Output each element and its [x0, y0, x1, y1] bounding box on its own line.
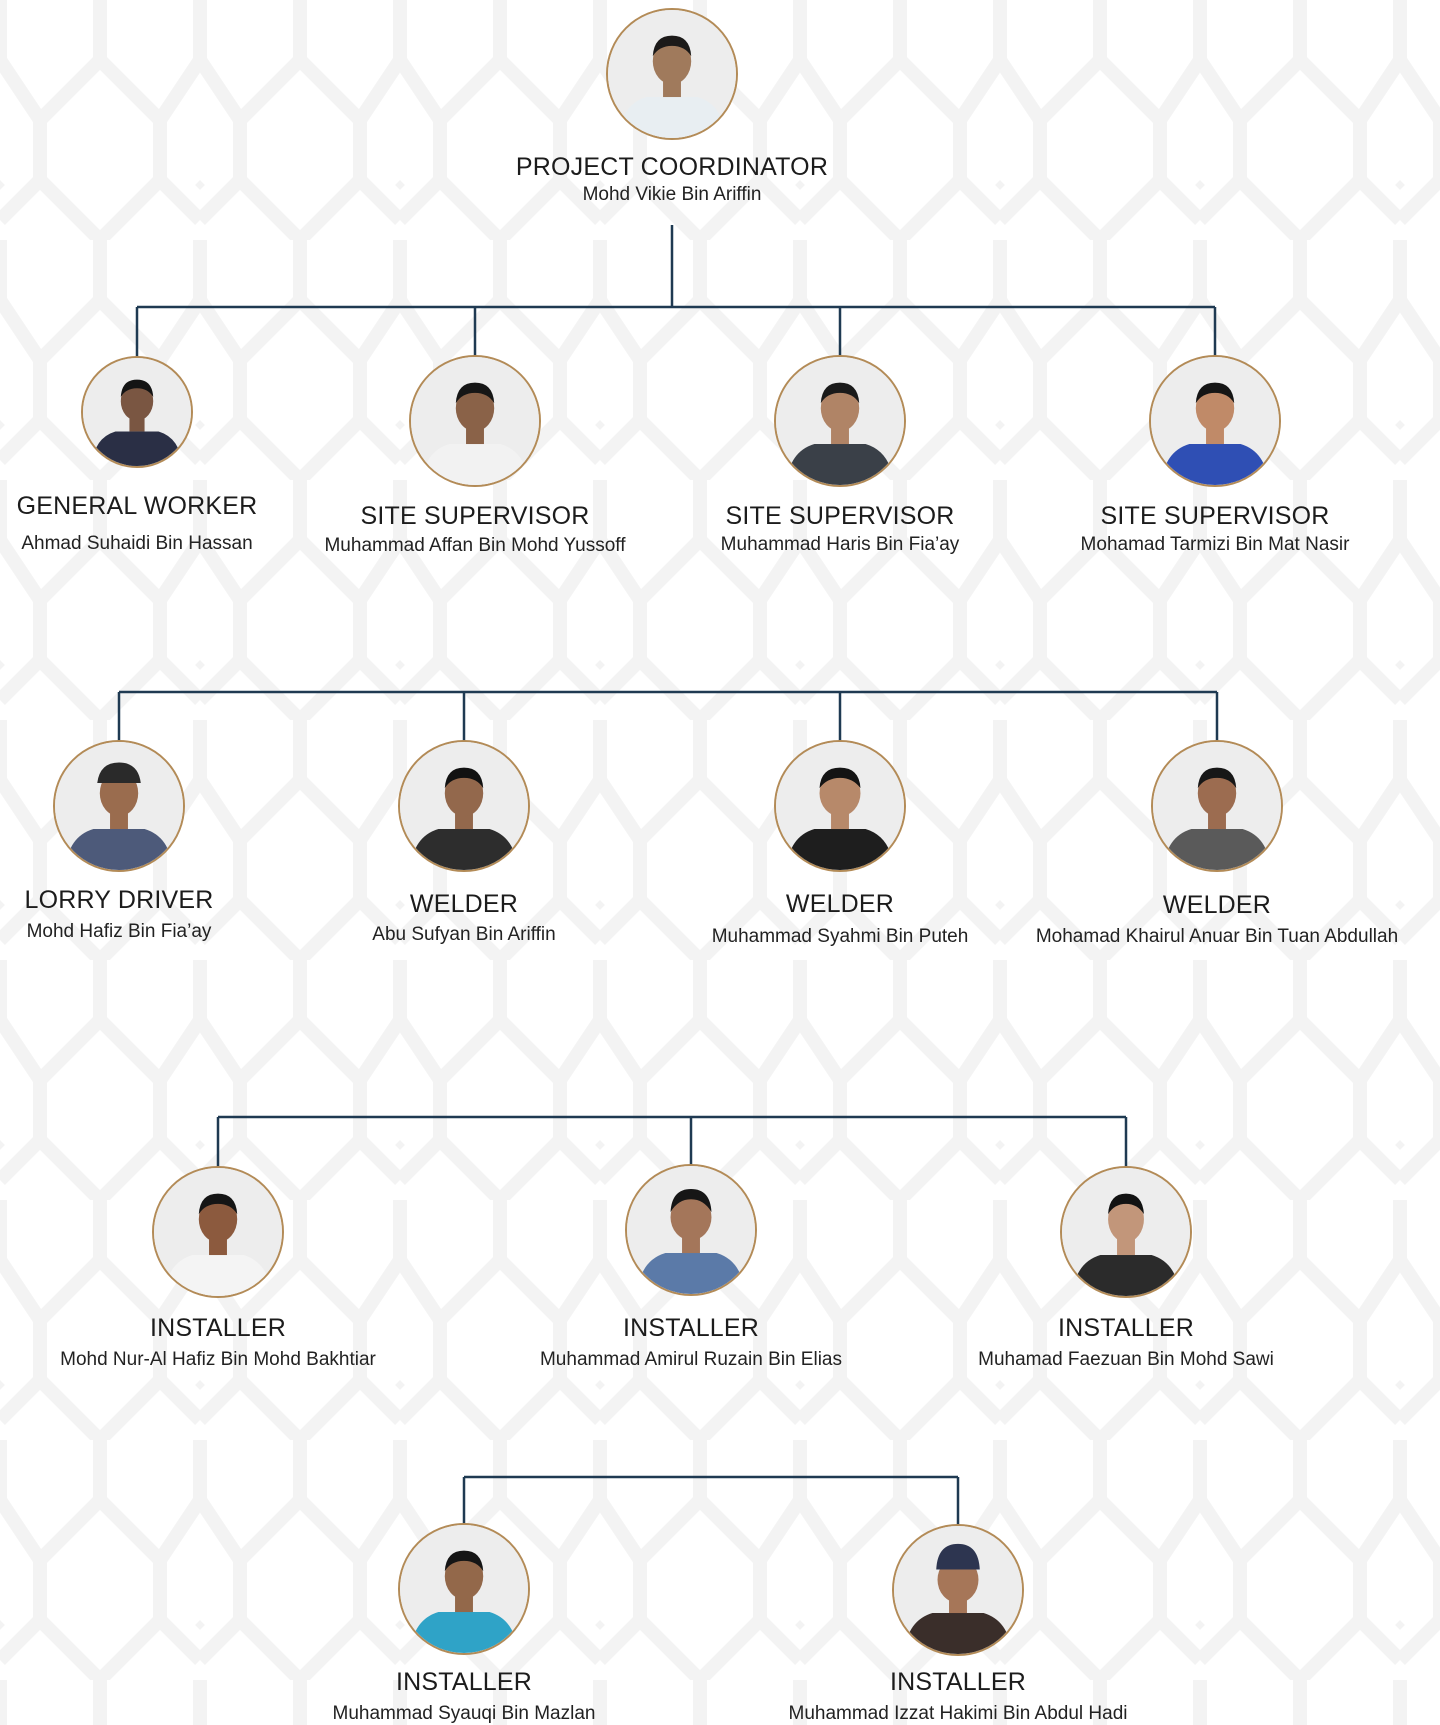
avatar-shirt	[65, 829, 173, 870]
avatar	[398, 1523, 530, 1655]
avatar	[81, 356, 193, 468]
avatar-shirt	[1072, 1255, 1180, 1296]
role-title: SITE SUPERVISOR	[360, 502, 590, 530]
avatar-shirt	[637, 1253, 745, 1294]
avatar	[774, 355, 906, 487]
member-name: Mohamad Khairul Anuar Bin Tuan Abdullah	[1035, 926, 1399, 947]
avatar-shirt	[786, 444, 894, 485]
member-name: Muhammad Amirul Ruzain Bin Elias	[539, 1349, 842, 1370]
avatar	[409, 355, 541, 487]
avatar	[152, 1166, 284, 1298]
role-title: INSTALLER	[889, 1668, 1027, 1696]
member-name: Muhammad Syahmi Bin Puteh	[711, 926, 969, 947]
role-title: WELDER	[1162, 891, 1272, 919]
avatar	[53, 740, 185, 872]
avatar	[1149, 355, 1281, 487]
role-title: INSTALLER	[1057, 1314, 1195, 1342]
avatar-shirt	[164, 1255, 272, 1296]
avatar-shirt	[421, 444, 529, 485]
avatar	[398, 740, 530, 872]
member-name: Muhammad Haris Bin Fia’ay	[720, 534, 960, 555]
avatar	[1060, 1166, 1192, 1298]
role-title: INSTALLER	[622, 1314, 760, 1342]
member-name: Mohamad Tarmizi Bin Mat Nasir	[1080, 534, 1350, 555]
role-title: INSTALLER	[395, 1668, 533, 1696]
role-title: WELDER	[785, 890, 895, 918]
role-title: PROJECT COORDINATOR	[515, 153, 829, 181]
avatar-shirt	[410, 829, 518, 870]
avatar-shirt	[1161, 444, 1269, 485]
avatar	[774, 740, 906, 872]
avatar-shirt	[904, 1613, 1012, 1654]
role-title: WELDER	[409, 890, 519, 918]
member-name: Ahmad Suhaidi Bin Hassan	[21, 533, 253, 554]
member-name: Muhammad Syauqi Bin Mazlan	[332, 1703, 596, 1724]
avatar	[625, 1164, 757, 1296]
role-title: SITE SUPERVISOR	[725, 502, 955, 530]
avatar	[892, 1524, 1024, 1656]
member-name: Mohd Nur-Al Hafiz Bin Mohd Bakhtiar	[60, 1349, 376, 1370]
member-name: Muhammad Izzat Hakimi Bin Abdul Hadi	[788, 1703, 1128, 1724]
member-name: Mohd Hafiz Bin Fia’ay	[26, 921, 212, 942]
role-title: GENERAL WORKER	[16, 492, 258, 520]
avatar-shirt	[618, 97, 726, 138]
member-name: Muhamad Faezuan Bin Mohd Sawi	[978, 1349, 1274, 1370]
avatar	[1151, 740, 1283, 872]
role-title: LORRY DRIVER	[24, 886, 214, 914]
avatar-shirt	[786, 829, 894, 870]
member-name: Muhammad Affan Bin Mohd Yussoff	[324, 535, 626, 556]
avatar-shirt	[410, 1612, 518, 1653]
avatar	[606, 8, 738, 140]
role-title: INSTALLER	[149, 1314, 287, 1342]
member-name: Abu Sufyan Bin Ariffin	[372, 924, 556, 945]
avatar-shirt	[91, 431, 183, 466]
avatar-shirt	[1163, 829, 1271, 870]
member-name: Mohd Vikie Bin Ariffin	[582, 184, 762, 205]
role-title: SITE SUPERVISOR	[1100, 502, 1330, 530]
